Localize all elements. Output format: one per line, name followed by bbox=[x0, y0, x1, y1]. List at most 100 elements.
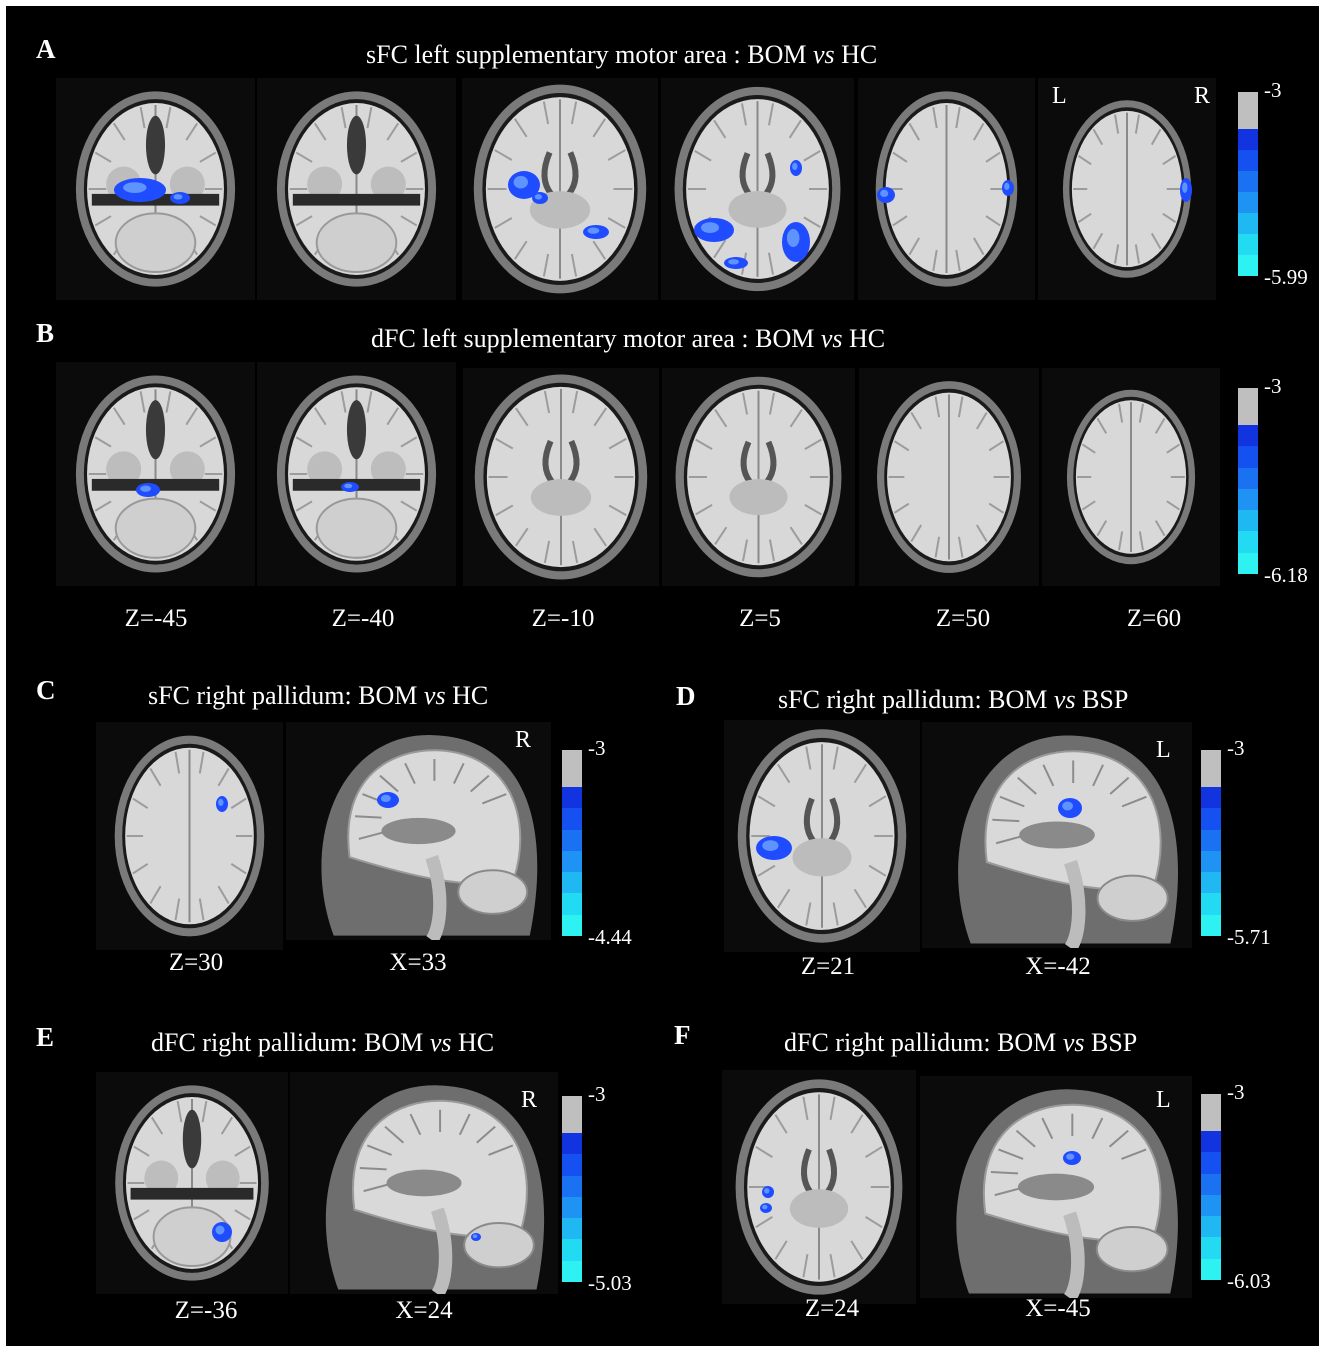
brain-slice-a5 bbox=[858, 78, 1035, 300]
colorbar-min-e: -5.03 bbox=[588, 1271, 632, 1295]
brain-illustration bbox=[675, 376, 842, 578]
colorbar-segment bbox=[1201, 1237, 1221, 1259]
colorbar-segment bbox=[562, 829, 582, 851]
brain-slice-f-sagittal bbox=[920, 1076, 1192, 1298]
colorbar-b: -3 -6.18 bbox=[1238, 376, 1308, 586]
colorbar-min-f: -6.03 bbox=[1227, 1269, 1271, 1293]
colorbar-min-a: -5.99 bbox=[1264, 265, 1308, 289]
colorbar-segment bbox=[1238, 191, 1258, 213]
orientation-c: R bbox=[515, 727, 532, 753]
colorbar-segment bbox=[562, 808, 582, 830]
colorbar-segment bbox=[1238, 149, 1258, 171]
colorbar-segment bbox=[562, 1239, 582, 1261]
brain-illustration bbox=[958, 735, 1179, 948]
colorbar-segment bbox=[1201, 1131, 1221, 1153]
brain-illustration bbox=[956, 1089, 1178, 1298]
brain-slice-a1 bbox=[56, 78, 255, 300]
slice-label-z-40: Z=-40 bbox=[331, 605, 395, 632]
colorbar-segment bbox=[1201, 829, 1221, 851]
brain-slice-b5 bbox=[859, 368, 1039, 586]
orientation-left-a: L bbox=[1052, 83, 1067, 109]
colorbar-segment bbox=[1238, 531, 1258, 553]
orientation-d: L bbox=[1156, 737, 1171, 763]
colorbar-max-e: -3 bbox=[588, 1082, 606, 1106]
slice-label-x-45: X=-45 bbox=[1025, 1295, 1091, 1322]
slice-label-z21: Z=21 bbox=[800, 953, 856, 980]
slice-label-z60: Z=60 bbox=[1126, 605, 1182, 632]
colorbar-segment bbox=[1238, 467, 1258, 489]
colorbar-segment bbox=[562, 850, 582, 873]
colorbar-segment bbox=[1238, 128, 1258, 150]
slice-label-z-36: Z=-36 bbox=[174, 1297, 238, 1324]
colorbar-segment bbox=[1238, 446, 1258, 468]
brain-illustration bbox=[1062, 100, 1192, 278]
brain-illustration bbox=[473, 84, 647, 294]
panel-label-a: A bbox=[36, 34, 56, 64]
panel-label-f: F bbox=[674, 1020, 691, 1050]
brain-slice-b6 bbox=[1042, 368, 1220, 586]
brain-illustration bbox=[321, 735, 538, 940]
colorbar-segment bbox=[562, 787, 582, 809]
brain-slice-b4 bbox=[662, 368, 855, 586]
colorbar-segment bbox=[562, 1175, 582, 1197]
brain-slice-c-sagittal bbox=[286, 722, 551, 940]
panel-title-c: sFC right pallidum: BOM vs HC bbox=[148, 681, 489, 710]
brain-illustration bbox=[737, 729, 907, 943]
colorbar-a: -3 -5.99 bbox=[1238, 80, 1308, 288]
brain-illustration bbox=[474, 374, 648, 580]
panel-label-d: D bbox=[676, 681, 696, 711]
colorbar-segment bbox=[1201, 750, 1221, 788]
panel-title-e: dFC right pallidum: BOM vs HC bbox=[151, 1028, 495, 1057]
brain-illustration bbox=[115, 1085, 269, 1281]
orientation-right-a: R bbox=[1194, 83, 1211, 109]
brain-slice-b1 bbox=[56, 362, 255, 586]
orientation-e: R bbox=[521, 1087, 538, 1113]
panel-title-d: sFC right pallidum: BOM vs BSP bbox=[778, 685, 1129, 714]
colorbar-segment bbox=[1201, 1094, 1221, 1132]
colorbar-segment bbox=[1201, 1194, 1221, 1217]
slice-label-z50: Z=50 bbox=[935, 605, 991, 632]
panel-label-b: B bbox=[36, 318, 55, 348]
colorbar-segment bbox=[1238, 233, 1258, 255]
colorbar-segment bbox=[1238, 170, 1258, 192]
colorbar-min-d: -5.71 bbox=[1227, 925, 1271, 949]
brain-illustration bbox=[877, 381, 1021, 573]
brain-illustration bbox=[1066, 389, 1196, 565]
brain-slice-d-axial bbox=[724, 720, 920, 952]
colorbar-segment bbox=[1201, 1216, 1221, 1238]
colorbar-segment bbox=[1201, 1152, 1221, 1174]
colorbar-segment bbox=[1201, 1258, 1221, 1280]
slice-label-x33: X=33 bbox=[389, 949, 447, 976]
colorbar-segment bbox=[562, 914, 582, 936]
brain-slice-a4 bbox=[661, 78, 854, 300]
brain-illustration bbox=[114, 735, 265, 937]
colorbar-max-d: -3 bbox=[1227, 736, 1245, 760]
colorbar-segment bbox=[1238, 510, 1258, 532]
colorbar-c: -3 -4.44 bbox=[562, 738, 632, 948]
brain-slice-b2 bbox=[257, 362, 456, 586]
colorbar-segment bbox=[1238, 488, 1258, 511]
slice-label-z-45: Z=-45 bbox=[124, 605, 188, 632]
slice-label-z30: Z=30 bbox=[168, 949, 224, 976]
colorbar-segment bbox=[1201, 808, 1221, 830]
slice-label-z24: Z=24 bbox=[804, 1295, 860, 1322]
panel-title-a: sFC left supplementary motor area : BOM … bbox=[366, 40, 878, 69]
colorbar-segment bbox=[562, 750, 582, 788]
brain-slice-a3 bbox=[462, 78, 658, 300]
colorbar-segment bbox=[1201, 872, 1221, 894]
colorbar-max-f: -3 bbox=[1227, 1080, 1245, 1104]
colorbar-segment bbox=[1238, 212, 1258, 234]
colorbar-min-b: -6.18 bbox=[1264, 563, 1308, 587]
colorbar-segment bbox=[1201, 1173, 1221, 1195]
brain-slice-e-sagittal bbox=[290, 1072, 558, 1294]
slice-label-z5: Z=5 bbox=[739, 605, 781, 632]
brain-illustration bbox=[75, 375, 236, 573]
colorbar-segment bbox=[562, 1154, 582, 1176]
brain-illustration bbox=[276, 375, 437, 573]
colorbar-segment bbox=[562, 893, 582, 915]
orientation-f: L bbox=[1156, 1087, 1171, 1113]
colorbar-segment bbox=[562, 1133, 582, 1155]
colorbar-segment bbox=[1238, 92, 1258, 129]
panel-label-c: C bbox=[36, 675, 56, 705]
